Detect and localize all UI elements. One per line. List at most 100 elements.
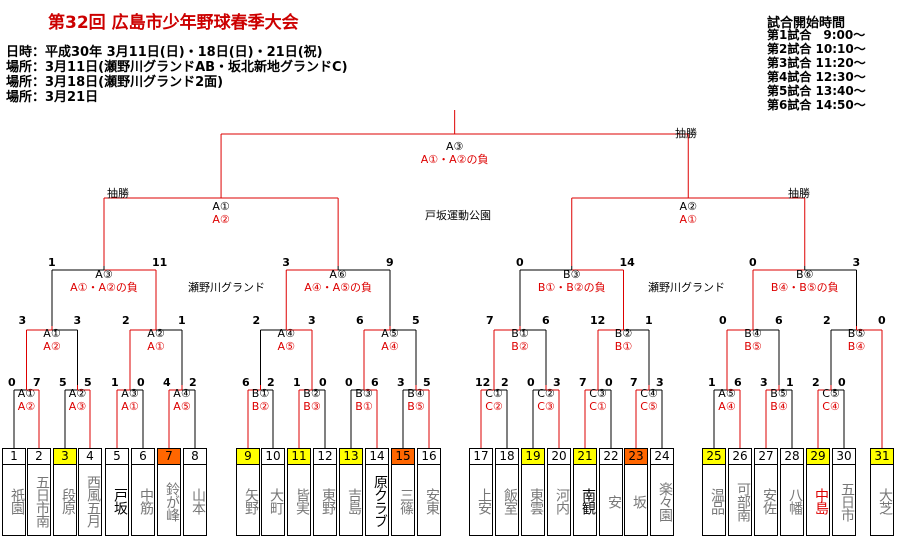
game-source: A①・A②の負 xyxy=(420,153,489,166)
schedule-item: 第2試合 10:10～ xyxy=(767,42,866,56)
team-number: 16 xyxy=(417,448,441,465)
team-number: 24 xyxy=(650,448,674,465)
score: 6 xyxy=(734,376,742,389)
score: 3 xyxy=(760,376,768,389)
team-name: 大町 xyxy=(261,464,285,536)
game-source: B② xyxy=(251,400,270,413)
score: 0 xyxy=(878,314,886,327)
team-name: 可部南 xyxy=(728,464,752,536)
score: 7 xyxy=(33,376,41,389)
venue-line-3: 場所：3月21日 xyxy=(6,90,99,105)
team-number: 25 xyxy=(702,448,726,465)
score: 0 xyxy=(605,376,613,389)
game-source: B③ xyxy=(303,400,321,413)
score: 3 xyxy=(852,256,861,269)
game-source: A② xyxy=(43,340,61,353)
game-source: A① xyxy=(679,213,697,226)
score: 0 xyxy=(516,256,524,269)
game-source: A⑤ xyxy=(173,400,191,413)
draw-note-left: 抽勝 xyxy=(107,187,129,200)
game-id: A① xyxy=(17,387,36,400)
game-source: A① xyxy=(147,340,165,353)
team-name: 東雲 xyxy=(521,464,545,536)
score: 1 xyxy=(178,314,186,327)
team-number: 26 xyxy=(728,448,752,465)
game-source: B⑤ xyxy=(407,400,425,413)
team-number: 21 xyxy=(573,448,597,465)
score: 3 xyxy=(282,256,290,269)
game-id: A② xyxy=(147,327,165,340)
venue-center: 戸坂運動公園 xyxy=(425,209,491,222)
game-id: A⑥ xyxy=(329,268,347,281)
score: 5 xyxy=(423,376,431,389)
team-number: 29 xyxy=(806,448,830,465)
team-name: 皆実 xyxy=(287,464,311,536)
team-number: 12 xyxy=(313,448,337,465)
draw-note-right: 抽勝 xyxy=(788,187,810,200)
team-name: 矢野 xyxy=(236,464,260,536)
team-number: 2 xyxy=(27,448,51,465)
score: 7 xyxy=(579,376,587,389)
team-number: 8 xyxy=(183,448,207,465)
game-source: A①・A②の負 xyxy=(70,281,138,294)
schedule-item: 第1試合 9:00～ xyxy=(767,28,866,42)
team-name: 坂 xyxy=(624,464,648,536)
game-id: A④ xyxy=(173,387,191,400)
score: 2 xyxy=(252,314,261,327)
game-source: C② xyxy=(485,400,503,413)
score: 1 xyxy=(786,376,794,389)
game-source: B① xyxy=(614,340,633,353)
score: 12 xyxy=(590,314,606,327)
game-source: A③ xyxy=(68,400,87,413)
team-name: 安佐 xyxy=(754,464,778,536)
game-source: B①・B②の負 xyxy=(537,281,606,294)
score: 0 xyxy=(137,376,145,389)
venue-right: 瀬野川グランド xyxy=(648,281,725,294)
team-number: 1 xyxy=(2,448,26,465)
schedule-item: 第5試合 13:40～ xyxy=(767,84,866,98)
game-id: C③ xyxy=(589,387,607,400)
schedule-item: 第6試合 14:50～ xyxy=(767,98,866,112)
page-title: 第32回 広島市少年野球春季大会 xyxy=(48,13,299,33)
game-source: B① xyxy=(355,400,373,413)
game-id: B① xyxy=(251,387,270,400)
game-source: B④ xyxy=(770,400,788,413)
score: 6 xyxy=(542,314,550,327)
team-name: 温品 xyxy=(702,464,726,536)
game-source: A④ xyxy=(718,400,736,413)
team-number: 3 xyxy=(53,448,77,465)
score: 3 xyxy=(18,314,27,327)
schedule-title: 試合開始時間 xyxy=(767,16,846,31)
team-number: 15 xyxy=(391,448,415,465)
score: 2 xyxy=(122,314,130,327)
team-name: 安東 xyxy=(417,464,441,536)
game-source: B④ xyxy=(847,340,866,353)
game-id: A④ xyxy=(277,327,295,340)
game-source: A④ xyxy=(381,340,399,353)
team-name: 吉島 xyxy=(339,464,363,536)
game-source: A② xyxy=(17,400,36,413)
venue-left: 瀬野川グランド xyxy=(188,281,265,294)
game-id: B② xyxy=(614,327,633,340)
score: 0 xyxy=(719,314,727,327)
score: 4 xyxy=(163,376,171,389)
team-name: 南観 xyxy=(573,464,597,536)
score: 2 xyxy=(823,314,831,327)
team-number: 23 xyxy=(624,448,648,465)
team-name: 山本 xyxy=(183,464,207,536)
team-name: 五日市 xyxy=(832,464,856,536)
game-id: A② xyxy=(68,387,87,400)
